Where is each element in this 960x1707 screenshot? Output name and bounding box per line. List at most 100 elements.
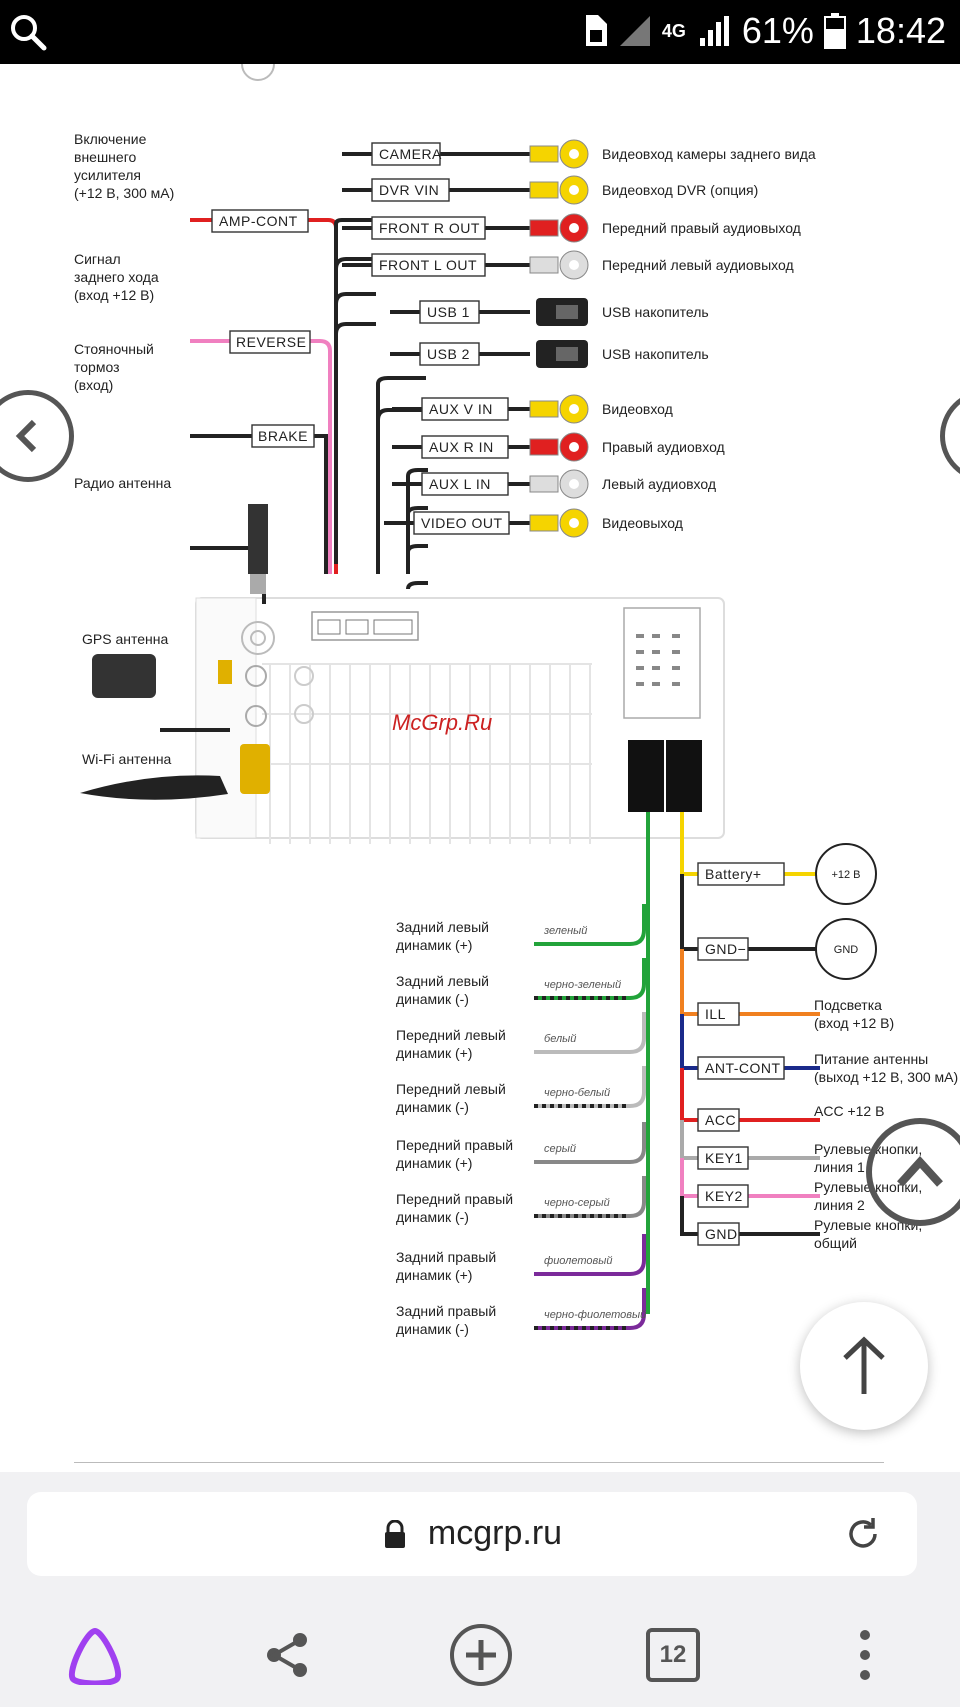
speaker-wire <box>534 1066 646 1108</box>
power-tag: ILL <box>705 1006 726 1022</box>
lock-icon <box>385 1520 405 1548</box>
network-type: 4G <box>661 21 686 41</box>
power-row-acc: ACC ACC +12 В <box>697 1103 884 1132</box>
connector-tag: CAMERA <box>379 146 442 162</box>
power-desc: ACC +12 В <box>814 1103 884 1119</box>
scroll-up-chevron-button[interactable] <box>866 1118 960 1226</box>
power-row-battery-: Battery++12 В <box>697 843 877 905</box>
connector-desc: Видеовход <box>602 401 673 417</box>
signal-empty-icon <box>619 16 650 46</box>
connector-tag-box <box>413 511 510 535</box>
left-tags: AMP-CONT REVERSE BRAKE <box>211 209 315 448</box>
power-desc: Рулевые кнопки, <box>814 1217 922 1233</box>
power-badge-text: +12 В <box>831 869 860 881</box>
rca-plug-icon <box>529 256 559 274</box>
connector-tag: VIDEO OUT <box>421 515 503 531</box>
power-tag-box <box>697 1056 785 1080</box>
power-tag: ACC <box>705 1112 736 1128</box>
wire-color-label: черно-фиолетовый <box>544 1309 646 1321</box>
power-badge-text: GND <box>834 944 859 956</box>
search-icon[interactable] <box>8 12 48 52</box>
rca-plug-icon <box>529 514 559 532</box>
power-desc: (выход +12 В, 300 мА) <box>814 1069 958 1085</box>
alice-assistant-icon <box>68 1627 122 1685</box>
rca-plug-icon <box>529 438 559 456</box>
connector-tag-box <box>421 472 509 496</box>
power-tag-box <box>697 1184 749 1208</box>
battery-percent: 61% <box>741 10 814 51</box>
tab-count: 12 <box>646 1628 700 1682</box>
tabs-button[interactable]: 12 <box>638 1620 708 1690</box>
scroll-to-top-button[interactable] <box>800 1302 928 1430</box>
power-tag: KEY2 <box>705 1188 743 1204</box>
power-badge-icon <box>815 843 877 905</box>
rca-plug-icon <box>529 400 559 418</box>
connector-video-out: VIDEO OUT Видеовыход <box>384 508 683 538</box>
rca-plug-icon <box>529 475 559 493</box>
new-tab-button[interactable] <box>446 1620 516 1690</box>
alice-button[interactable] <box>60 1620 130 1690</box>
speaker-wire <box>534 904 646 946</box>
power-tag-box <box>697 1146 749 1170</box>
gps-antenna-label: GPS антенна <box>82 631 168 647</box>
power-desc: (вход +12 В) <box>814 1015 894 1031</box>
power-badge-icon <box>815 918 877 980</box>
power-tag-box <box>697 1002 740 1026</box>
connector-desc: Правый аудиовход <box>602 439 725 455</box>
gps-module <box>80 654 270 800</box>
rca-plug-icon <box>529 145 559 163</box>
more-vertical-icon <box>860 1630 870 1680</box>
power-tag: KEY1 <box>705 1150 743 1166</box>
watermark: McGrp.Ru <box>392 710 492 735</box>
reload-icon[interactable] <box>843 1514 883 1554</box>
svg-text:AMP-CONT: AMP-CONT <box>219 213 298 229</box>
head-unit <box>195 64 725 844</box>
svg-text:BRAKE: BRAKE <box>258 428 308 444</box>
connector-tag-box <box>371 142 441 166</box>
connector-tag-box <box>371 216 486 240</box>
power-row-gnd-: GND−GND <box>697 918 877 980</box>
power-desc: линия 1 <box>814 1159 865 1175</box>
sim-card-icon <box>585 15 607 46</box>
speaker-wire <box>534 1234 646 1276</box>
wifi-antenna-label: Wi-Fi антенна <box>82 751 172 767</box>
signal-bars-icon <box>699 16 729 46</box>
address-bar[interactable]: mcgrp.ru <box>27 1492 917 1576</box>
wire-color-label: фиолетовый <box>544 1255 613 1267</box>
wire-color-label: зеленый <box>543 925 587 937</box>
prev-page-button[interactable] <box>0 390 74 482</box>
menu-button[interactable] <box>830 1620 900 1690</box>
plus-circle-icon <box>450 1624 512 1686</box>
connector-desc: Видеовыход <box>602 515 683 531</box>
connector-tag: AUX V IN <box>429 401 493 417</box>
connector-desc: Левый аудиовход <box>602 476 716 492</box>
wire-color-label: белый <box>544 1033 576 1045</box>
rca-plug-icon <box>529 181 559 199</box>
connector-tag: USB 2 <box>427 346 470 362</box>
power-tag-box <box>697 1222 740 1246</box>
radio-antenna-label: Радио антенна <box>74 475 171 491</box>
connector-tag: USB 1 <box>427 304 470 320</box>
status-bar: 4G 61% 18:42 <box>0 0 960 64</box>
power-tag-box <box>697 937 749 961</box>
share-button[interactable] <box>252 1620 322 1690</box>
